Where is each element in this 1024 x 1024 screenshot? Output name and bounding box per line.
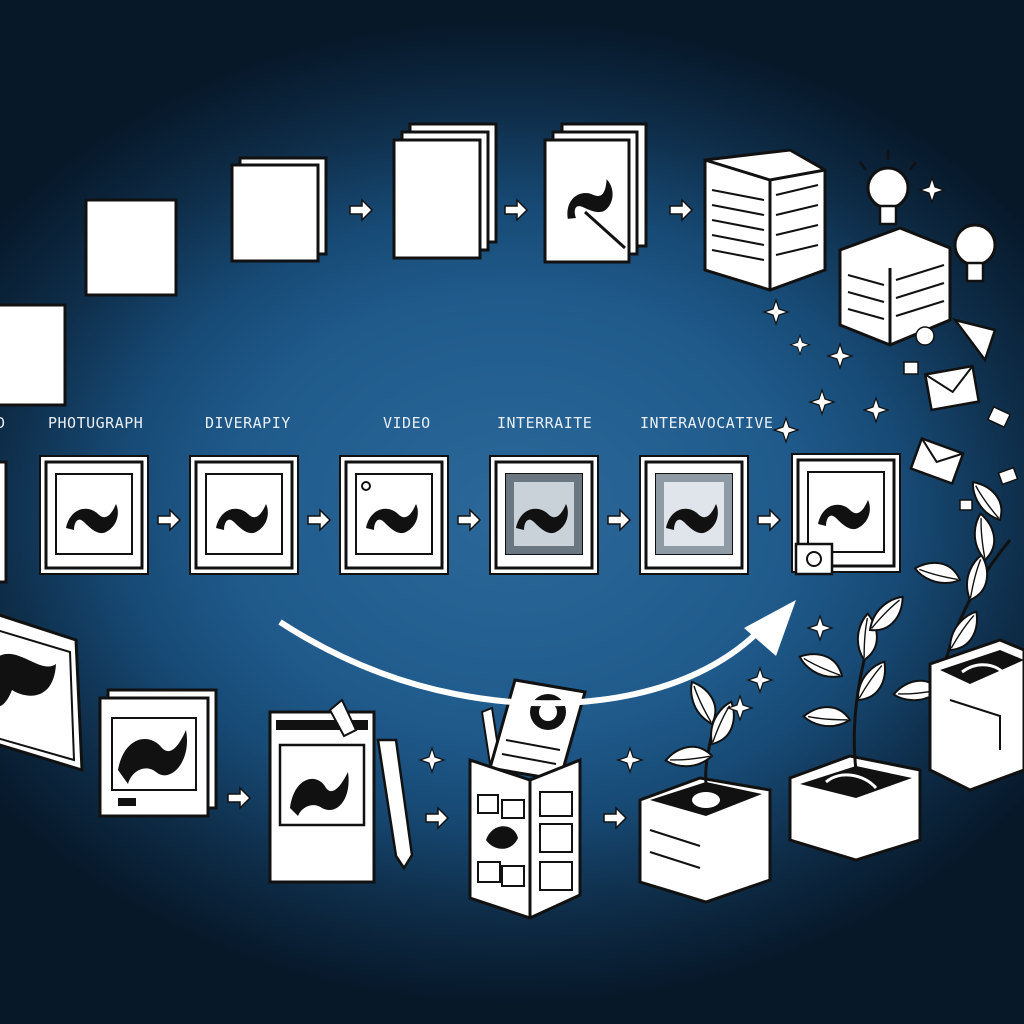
sparkle-icon [747, 667, 773, 693]
framed-logo-icon [338, 454, 450, 576]
arrow-right-icon [157, 509, 181, 531]
sparkle-icon [809, 389, 835, 415]
arrow-right-icon [757, 509, 781, 531]
plant-icon [788, 595, 922, 862]
arrow-right-icon [603, 807, 627, 829]
sparkle-icon [617, 747, 643, 773]
lightbulb-icon [953, 223, 997, 283]
arrow-right-icon [349, 199, 373, 221]
lightbulb-icon [859, 150, 917, 226]
swirl-logo-icon [543, 122, 648, 264]
framed-logo-icon [98, 688, 218, 818]
arrow-right-icon [607, 509, 631, 531]
page-stack-icon [392, 122, 498, 260]
sparkle-icon [763, 299, 789, 325]
framed-logo-icon [268, 710, 376, 884]
blank-page-icon [230, 156, 328, 263]
label-photograph: PHOTUGRAPH [48, 414, 144, 432]
arrow-right-icon [425, 807, 449, 829]
arrow-right-icon [457, 509, 481, 531]
blank-page-icon [84, 198, 178, 297]
plant-icon [638, 681, 772, 904]
pencil-icon [328, 698, 414, 871]
framed-logo-icon [0, 613, 84, 773]
sparkle-icon [419, 747, 445, 773]
sparkle-icon [863, 397, 889, 423]
sparkle-icon [789, 334, 811, 355]
framed-logo-icon [638, 454, 750, 576]
sparkle-icon [773, 417, 799, 443]
sparkle-icon [807, 615, 833, 641]
curved-arrow-icon [278, 600, 796, 707]
envelope-icon [923, 364, 981, 412]
framed-logo-icon [488, 454, 600, 576]
row-label-fragment: D [0, 414, 6, 432]
newspaper-box-icon [468, 757, 582, 920]
label-video: VIDEO [383, 414, 431, 432]
confetti-pieces [903, 326, 1019, 511]
blank-page-icon [0, 303, 67, 407]
framed-logo-icon [0, 460, 8, 584]
arrow-right-icon [227, 787, 251, 809]
arrow-right-icon [669, 199, 693, 221]
envelope-icon [909, 436, 965, 486]
framed-logo-icon [38, 454, 150, 576]
newspaper-box-icon [838, 226, 952, 347]
sparkle-icon [919, 177, 945, 203]
framed-logo-icon [188, 454, 300, 576]
arrow-right-icon [307, 509, 331, 531]
sparkle-icon [827, 343, 853, 369]
arrow-right-icon [504, 199, 528, 221]
label-diverapiy: DIVERAPIY [205, 414, 291, 432]
newspaper-box-icon [928, 638, 1024, 792]
framed-logo-icon [790, 452, 902, 576]
label-interraite: INTERRAITE [497, 414, 593, 432]
newspaper-box-icon [703, 148, 827, 292]
envelope-icon [951, 317, 997, 363]
label-interavocative: INTERAVOCATIVE [640, 414, 774, 432]
